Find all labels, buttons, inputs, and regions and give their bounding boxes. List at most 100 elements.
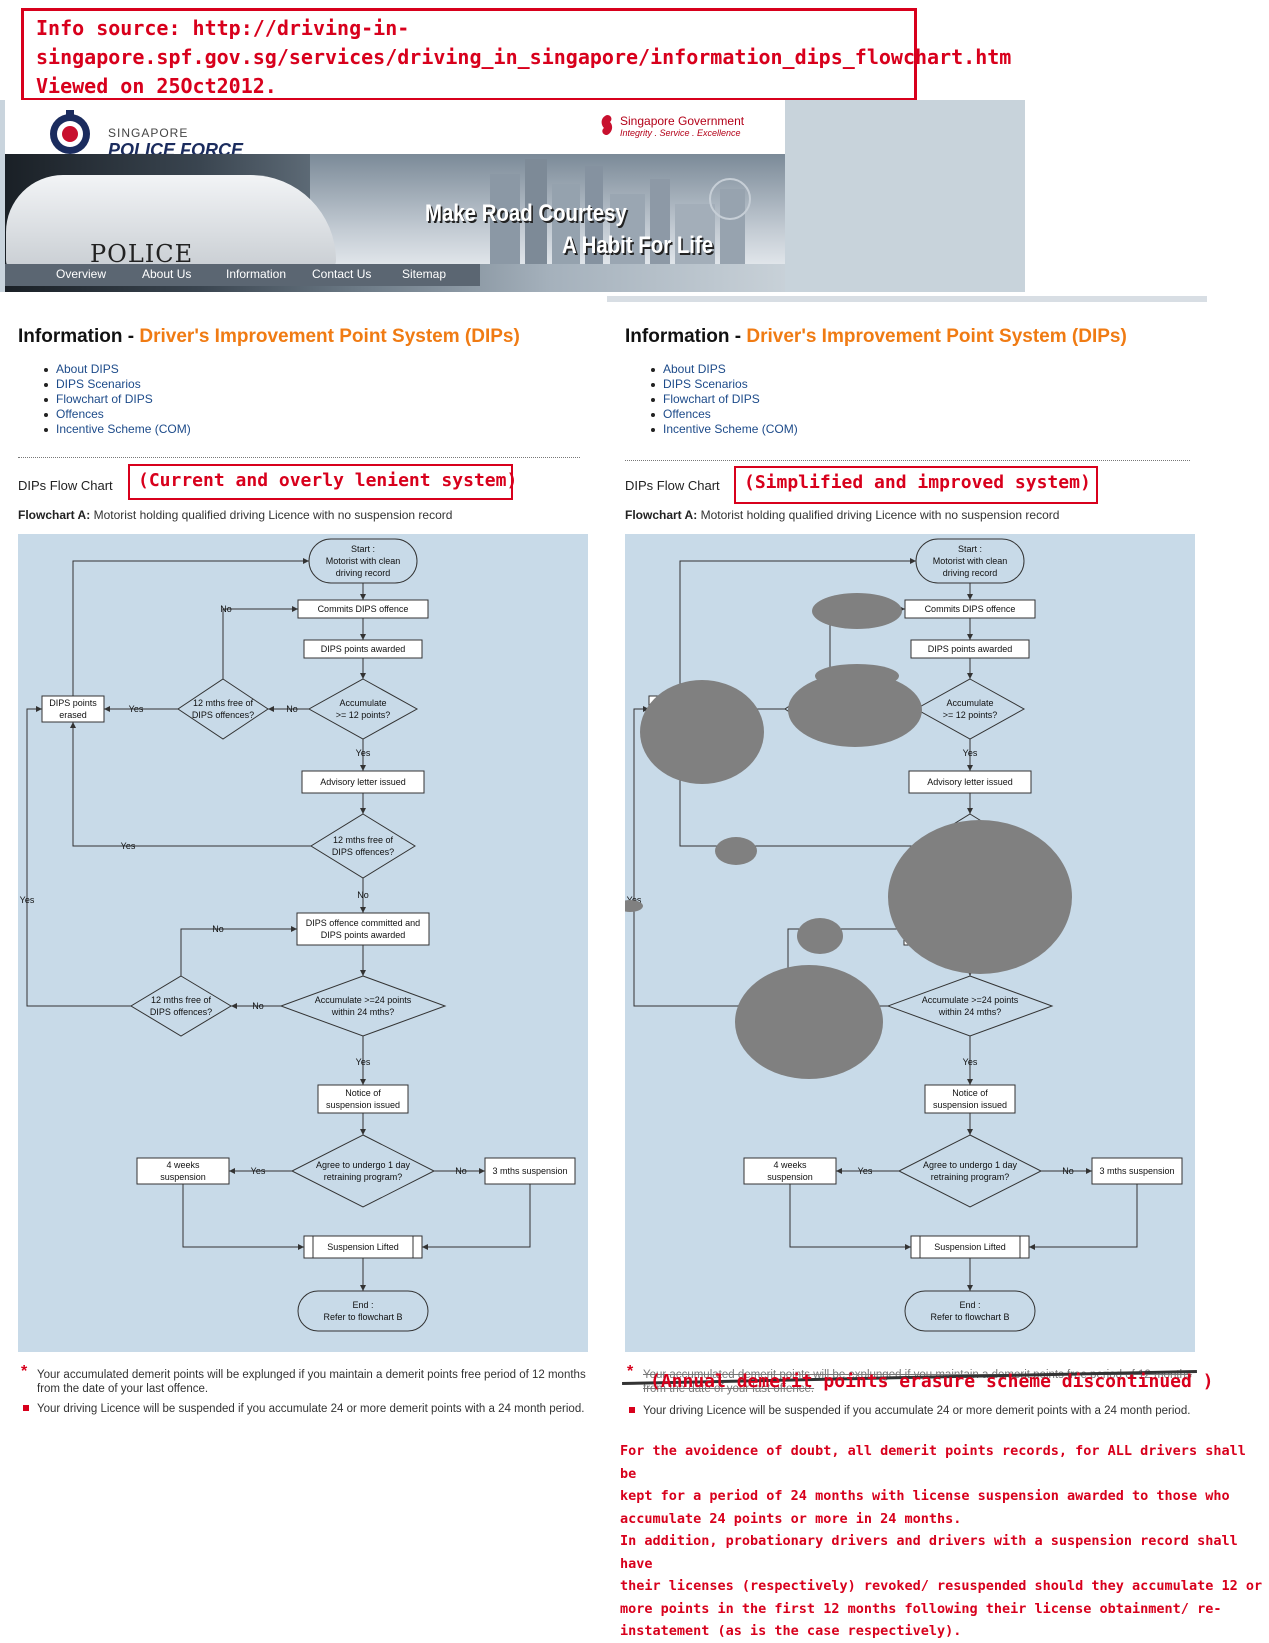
right-flowchart-a-caption: Flowchart A: Motorist holding qualified … xyxy=(625,508,1059,522)
retraining-diamond xyxy=(897,1134,1043,1208)
redaction-blot xyxy=(888,820,1072,974)
link-about-dips-right[interactable]: About DIPS xyxy=(647,362,798,377)
free-12-months-diamond-label: 12 mths free of xyxy=(151,995,212,1005)
arrow-head xyxy=(905,1244,911,1250)
link-dips-scenarios-right[interactable]: DIPS Scenarios xyxy=(647,377,798,392)
gov-line-2: Integrity . Service . Excellence xyxy=(620,128,741,138)
free-12-months-diamond-label: DIPS offences? xyxy=(332,847,394,857)
police-car-image xyxy=(6,175,336,270)
right-note-2-text: Your driving Licence will be suspended i… xyxy=(643,1405,1191,1417)
arrow-head xyxy=(360,1129,366,1135)
advisory-letter-box-label: Advisory letter issued xyxy=(320,777,406,787)
flow-line xyxy=(422,1184,531,1248)
right-divider xyxy=(625,460,1190,461)
start-node-label: Start : xyxy=(958,544,982,554)
edge-label: Yes xyxy=(251,1166,266,1176)
nav-information[interactable]: Information xyxy=(226,267,287,281)
proposal-text: For the avoidence of doubt, all demerit … xyxy=(620,1440,1265,1643)
red-square-icon xyxy=(629,1407,635,1413)
link-about-dips[interactable]: About DIPS xyxy=(40,362,191,377)
four-weeks-box-label: 4 weeks xyxy=(166,1160,200,1170)
arrow-head xyxy=(360,765,366,771)
arrow-head xyxy=(360,1079,366,1085)
edge-label: Yes xyxy=(20,895,35,905)
offence-committed-box-label: DIPS points awarded xyxy=(321,930,406,940)
slogan-line-2: A Habit For Life xyxy=(562,232,714,259)
free-12-months-diamond-label: 12 mths free of xyxy=(333,835,394,845)
arrow-head xyxy=(967,634,973,640)
end-node-label: Refer to flowchart B xyxy=(930,1312,1009,1322)
car-police-text: POLICE xyxy=(90,240,194,268)
link-flowchart-right[interactable]: Flowchart of DIPS xyxy=(647,392,798,407)
suspension-notice-box-label: suspension issued xyxy=(933,1100,1007,1110)
gov-line-1: Singapore Government xyxy=(620,114,745,128)
suspension-notice-box xyxy=(924,1084,1016,1114)
redaction-blot xyxy=(735,965,883,1079)
flow-line xyxy=(787,928,904,976)
proposal-line: more points in the first 12 months follo… xyxy=(620,1600,1222,1617)
arrow-head xyxy=(268,706,274,712)
arrow-head xyxy=(360,1285,366,1291)
points-awarded-box-label: DIPS points awarded xyxy=(928,644,1013,654)
accumulate-24-diamond xyxy=(279,975,447,1037)
accumulate-24-diamond-label: within 24 mths? xyxy=(331,1007,395,1017)
suspension-notice-box-label: Notice of xyxy=(345,1088,381,1098)
arrow-head xyxy=(292,606,298,612)
arrow-head xyxy=(360,634,366,640)
retraining-diamond-label: Agree to undergo 1 day xyxy=(316,1160,411,1170)
three-months-box xyxy=(1091,1157,1183,1185)
flowchart-a-label-right: Flowchart A: xyxy=(625,508,698,522)
redaction-blot xyxy=(812,593,902,629)
edge-label: No xyxy=(286,704,298,714)
start-node-label: driving record xyxy=(336,568,391,578)
edge-label: No xyxy=(357,890,369,900)
start-node-label: Motorist with clean xyxy=(933,556,1008,566)
free-12-months-diamond xyxy=(177,678,269,740)
title-prefix-right: Information - xyxy=(625,326,747,347)
free-12-months-diamond-label: DIPS offences? xyxy=(150,1007,212,1017)
link-flowchart[interactable]: Flowchart of DIPS xyxy=(40,392,191,407)
accumulate-24-diamond-label: within 24 mths? xyxy=(938,1007,1002,1017)
edge-label: Yes xyxy=(858,1166,873,1176)
link-dips-scenarios[interactable]: DIPS Scenarios xyxy=(40,377,191,392)
nav-contact-us[interactable]: Contact Us xyxy=(312,267,372,281)
flow-line xyxy=(633,708,738,1007)
nav-sitemap[interactable]: Sitemap xyxy=(402,267,447,281)
link-offences[interactable]: Offences xyxy=(40,407,191,422)
accumulate-12-diamond-label: Accumulate xyxy=(946,698,993,708)
suspension-lifted-box-label: Suspension Lifted xyxy=(934,1242,1006,1252)
flowchart-a-text: Motorist holding qualified driving Licen… xyxy=(90,508,453,522)
edge-label: No xyxy=(455,1166,467,1176)
offence-committed-box-label: DIPS offence committed and xyxy=(306,918,420,928)
link-incentive-scheme-right[interactable]: Incentive Scheme (COM) xyxy=(647,422,798,437)
proposal-line: For the avoidence of doubt, all demerit … xyxy=(620,1443,1246,1482)
free-12-months-diamond-label: DIPS offences? xyxy=(192,710,254,720)
link-offences-right[interactable]: Offences xyxy=(647,407,798,422)
police-crest-icon xyxy=(42,110,98,158)
left-dips-links: About DIPS DIPS Scenarios Flowchart of D… xyxy=(40,362,191,437)
flow-line xyxy=(72,560,309,696)
advisory-letter-box-label: Advisory letter issued xyxy=(927,777,1013,787)
right-page-title: Information - Driver's Improvement Point… xyxy=(625,326,1127,348)
arrow-head xyxy=(303,558,309,564)
commits-offence-box-label: Commits DIPS offence xyxy=(925,604,1016,614)
left-flow-chart-label: DIPs Flow Chart xyxy=(18,478,113,493)
banner-skyline xyxy=(310,154,785,264)
nav-overview[interactable]: Overview xyxy=(56,267,107,281)
end-node xyxy=(297,1290,429,1332)
arrow-head xyxy=(967,1285,973,1291)
edge-label: No xyxy=(220,604,232,614)
arrow-head xyxy=(104,706,110,712)
nav-about-us[interactable]: About Us xyxy=(142,267,192,281)
arrow-head xyxy=(479,1168,485,1174)
link-incentive-scheme[interactable]: Incentive Scheme (COM) xyxy=(40,422,191,437)
four-weeks-box-label: 4 weeks xyxy=(773,1160,807,1170)
four-weeks-box-label: suspension xyxy=(160,1172,206,1182)
commits-offence-box-label: Commits DIPS offence xyxy=(318,604,409,614)
accumulate-12-diamond-label: >= 12 points? xyxy=(943,710,998,720)
end-node-label: End : xyxy=(352,1300,373,1310)
arrow-head xyxy=(360,673,366,679)
